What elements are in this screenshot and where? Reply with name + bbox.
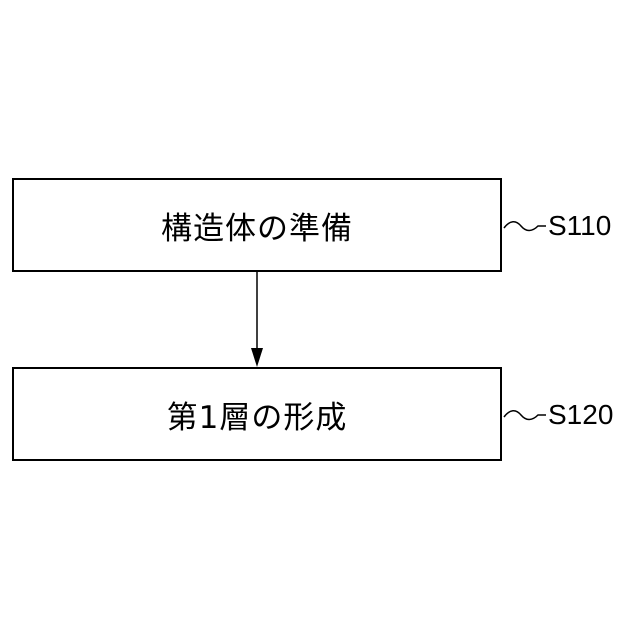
leader-line-s120	[504, 411, 546, 420]
leader-line-s110	[504, 222, 546, 231]
flow-arrow-head	[251, 348, 263, 367]
step-id-s110: S110	[548, 212, 611, 240]
step-id-s120: S120	[548, 401, 613, 429]
